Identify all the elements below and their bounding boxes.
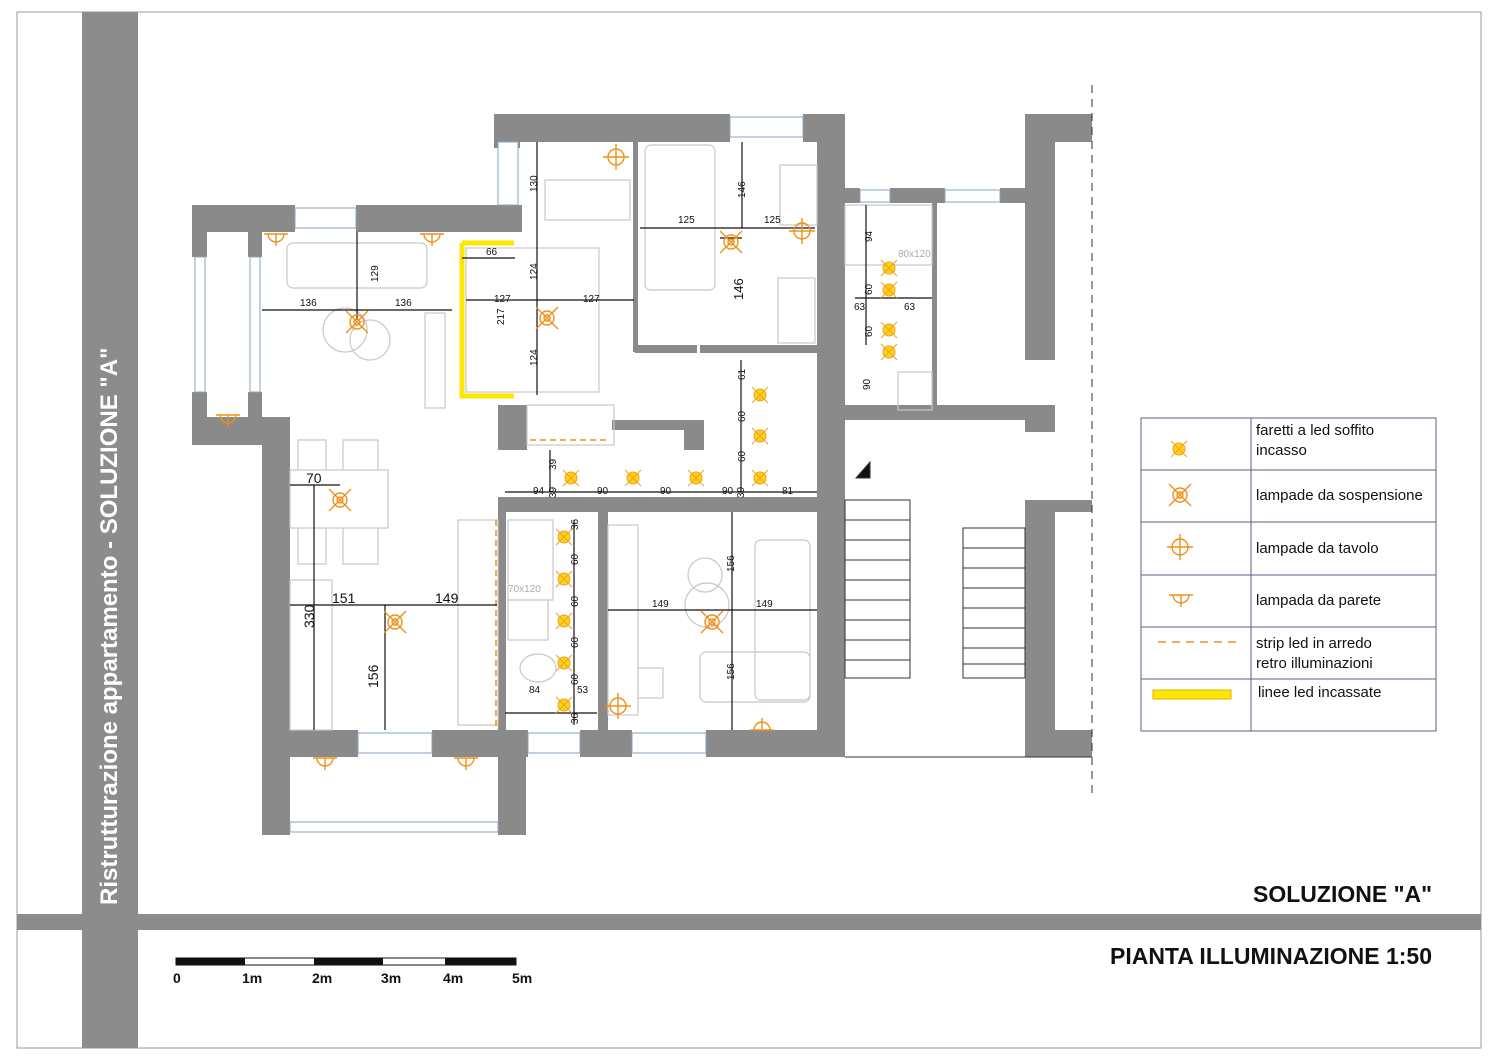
svg-text:81: 81 (782, 486, 794, 497)
side-band (82, 12, 138, 1048)
solution-title: SOLUZIONE "A" (1253, 881, 1432, 907)
svg-text:136: 136 (300, 298, 317, 309)
svg-text:strip led in arredo: strip led in arredo (1256, 635, 1372, 652)
svg-text:136: 136 (395, 298, 412, 309)
svg-text:125: 125 (678, 215, 695, 226)
svg-text:36: 36 (570, 712, 581, 724)
side-title: Ristrutturazione appartamento - SOLUZION… (96, 348, 123, 905)
svg-text:61: 61 (737, 368, 748, 380)
svg-text:60: 60 (570, 636, 581, 648)
svg-text:90: 90 (660, 486, 672, 497)
svg-text:60: 60 (570, 553, 581, 565)
svg-text:70x120: 70x120 (508, 584, 541, 595)
svg-text:60: 60 (864, 325, 875, 337)
svg-text:146: 146 (737, 181, 748, 198)
svg-text:217: 217 (496, 308, 507, 325)
svg-text:lampade da sospensione: lampade da sospensione (1256, 487, 1423, 504)
svg-text:63: 63 (854, 302, 866, 313)
svg-text:36: 36 (570, 518, 581, 530)
svg-text:2m: 2m (312, 970, 332, 986)
dimension-labels: 136 136 129 66 127 127 217 124 124 130 1… (300, 175, 931, 724)
svg-text:1m: 1m (242, 970, 262, 986)
svg-text:39: 39 (548, 458, 559, 470)
legend: faretti a led soffito incasso lampade da… (1140, 417, 1437, 732)
svg-text:156: 156 (726, 663, 737, 680)
svg-text:39: 39 (548, 486, 559, 498)
svg-text:53: 53 (577, 685, 589, 696)
svg-text:151: 151 (332, 590, 356, 606)
svg-text:90: 90 (722, 486, 734, 497)
svg-text:60: 60 (737, 450, 748, 462)
svg-text:129: 129 (370, 265, 381, 282)
svg-text:retro illuminazioni: retro illuminazioni (1256, 655, 1373, 672)
dimension-lines (262, 142, 932, 730)
svg-text:faretti a led soffito: faretti a led soffito (1256, 422, 1374, 439)
svg-text:149: 149 (756, 599, 773, 610)
svg-text:125: 125 (764, 215, 781, 226)
drawing-frame (16, 11, 1482, 1049)
svg-text:130: 130 (529, 175, 540, 192)
pendant-lamps (328, 230, 743, 634)
svg-text:63: 63 (904, 302, 916, 313)
svg-text:94: 94 (864, 230, 875, 242)
svg-text:124: 124 (529, 349, 540, 366)
svg-text:156: 156 (365, 664, 381, 688)
svg-text:146: 146 (731, 278, 746, 300)
windows (194, 116, 1001, 833)
svg-text:incasso: incasso (1256, 442, 1307, 459)
svg-text:lampade da tavolo: lampade da tavolo (1256, 540, 1379, 557)
svg-text:4m: 4m (443, 970, 463, 986)
svg-text:127: 127 (583, 294, 600, 305)
svg-text:66: 66 (486, 247, 498, 258)
bottom-band (17, 914, 1481, 930)
svg-text:124: 124 (529, 263, 540, 280)
walls (192, 114, 1092, 835)
svg-text:linee led incassate: linee led incassate (1258, 684, 1381, 701)
svg-text:0: 0 (173, 970, 181, 986)
svg-text:70: 70 (306, 470, 322, 486)
svg-text:39: 39 (736, 486, 747, 498)
svg-text:149: 149 (652, 599, 669, 610)
scale-bar: 0 1m 2m 3m 4m 5m (173, 957, 532, 986)
svg-text:60: 60 (864, 283, 875, 295)
svg-text:94: 94 (533, 486, 545, 497)
plan-title: PIANTA ILLUMINAZIONE 1:50 (1110, 943, 1432, 969)
svg-text:84: 84 (529, 685, 541, 696)
recessed-led-line (459, 240, 514, 399)
svg-text:149: 149 (435, 590, 459, 606)
svg-text:80x120: 80x120 (898, 249, 931, 260)
svg-text:90: 90 (862, 378, 873, 390)
svg-text:330: 330 (301, 604, 317, 628)
svg-text:60: 60 (737, 410, 748, 422)
svg-text:lampada da parete: lampada da parete (1256, 592, 1381, 609)
svg-text:90: 90 (597, 486, 609, 497)
svg-text:5m: 5m (512, 970, 532, 986)
svg-text:60: 60 (570, 595, 581, 607)
svg-text:3m: 3m (381, 970, 401, 986)
svg-text:127: 127 (494, 294, 511, 305)
svg-text:156: 156 (726, 555, 737, 572)
stairs (844, 460, 1026, 679)
svg-text:60: 60 (570, 673, 581, 685)
